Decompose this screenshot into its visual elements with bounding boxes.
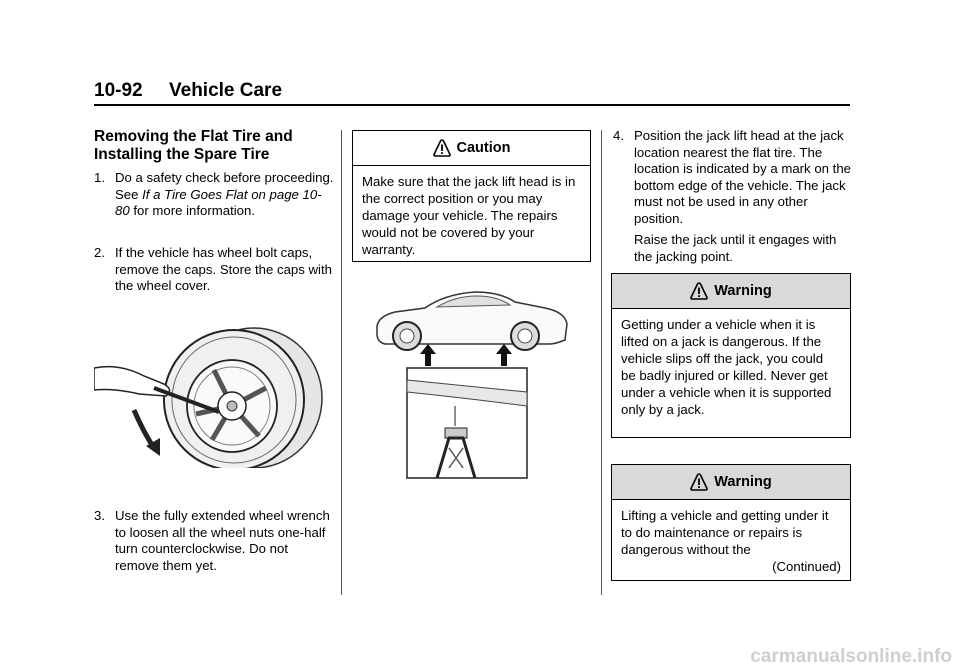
warning-body: Lifting a vehicle and getting under it t… <box>621 508 829 557</box>
page-header: 10-92 Vehicle Care <box>94 80 282 102</box>
warning-title: Warning <box>714 474 772 490</box>
caution-box: Caution Make sure that the jack lift hea… <box>352 130 591 262</box>
caution-header: Caution <box>353 131 590 166</box>
wheel-wrench-icon <box>94 327 323 468</box>
column-divider-2 <box>601 130 602 595</box>
column-divider-1 <box>341 130 342 595</box>
caution-body: Make sure that the jack lift head is in … <box>362 174 576 257</box>
step-text: for more information. <box>129 203 255 218</box>
step-text: Position the jack lift head at the jack … <box>634 128 851 226</box>
section-title: Vehicle Care <box>169 80 283 101</box>
warning-header: Warning <box>612 465 850 500</box>
warning-alert-icon <box>690 282 709 300</box>
watermark: carmanualsonline.info <box>750 646 952 667</box>
step-text: Do a safety check before proceeding. See <box>115 170 334 202</box>
continued-label: (Continued) <box>772 559 841 574</box>
warning-box-2: Warning Lifting a vehicle and getting un… <box>611 464 851 581</box>
step-4-paragraph: Raise the jack until it engages with the… <box>634 232 837 264</box>
wheel-wrench-illustration <box>94 327 323 468</box>
step-number: 2. <box>94 245 105 260</box>
step-text: If the vehicle has wheel bolt caps, remo… <box>115 245 332 293</box>
warning-alert-icon <box>690 473 709 491</box>
page-number: 10-92 <box>94 80 143 101</box>
step-1: 1. Do a safety check before proceeding. … <box>94 170 334 220</box>
warning-box-1: Warning Getting under a vehicle when it … <box>611 273 851 438</box>
step-number: 3. <box>94 508 105 523</box>
header-rule <box>94 104 850 106</box>
jack-point-illustration <box>376 291 568 479</box>
warning-title: Warning <box>714 283 772 299</box>
step-text: Use the fully extended wheel wrench to l… <box>115 508 330 573</box>
step-number: 1. <box>94 170 105 185</box>
caution-alert-icon <box>432 139 451 157</box>
step-2: 2. If the vehicle has wheel bolt caps, r… <box>94 245 334 295</box>
warning-body: Getting under a vehicle when it is lifte… <box>621 317 832 417</box>
step-3: 3. Use the fully extended wheel wrench t… <box>94 508 334 574</box>
step-4: 4. Position the jack lift head at the ja… <box>613 128 853 227</box>
warning-header: Warning <box>612 274 850 309</box>
step-number: 4. <box>613 128 624 143</box>
car-jack-point-icon <box>376 291 568 479</box>
section-heading: Removing the Flat Tire and Installing th… <box>94 128 293 163</box>
caution-title: Caution <box>456 140 511 156</box>
cross-reference-link[interactable]: If a Tire Goes Flat on page 10-80 <box>115 186 322 219</box>
